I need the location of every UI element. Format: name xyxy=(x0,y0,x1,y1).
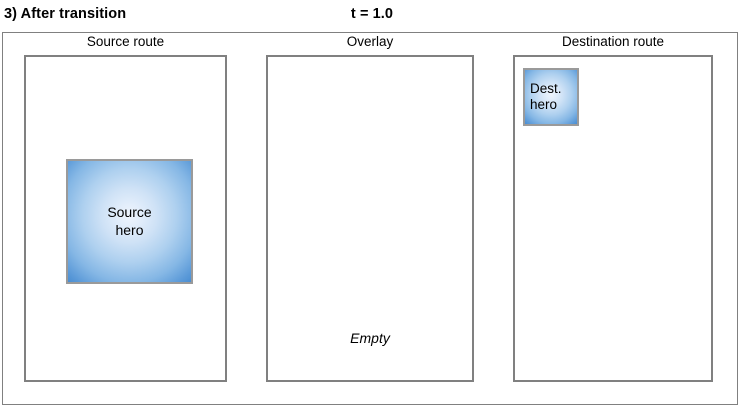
panel-destination-route: Dest. hero xyxy=(513,55,713,382)
step-title: 3) After transition xyxy=(4,6,127,22)
destination-hero-box[interactable]: Dest. hero xyxy=(523,68,579,126)
time-label: t = 1.0 xyxy=(350,6,394,22)
panel-overlay: Empty xyxy=(266,55,474,382)
column-source-route: Source route Source hero xyxy=(24,32,227,405)
destination-hero-label: Dest. hero xyxy=(530,80,562,112)
source-hero-box[interactable]: Source hero xyxy=(66,159,193,284)
column-label-destination-route: Destination route xyxy=(561,34,665,49)
columns-group: Source route Source hero Overlay Empty D… xyxy=(0,32,742,405)
column-destination-route: Destination route Dest. hero xyxy=(513,32,713,405)
source-hero-label: Source hero xyxy=(107,204,152,238)
column-overlay: Overlay Empty xyxy=(266,32,474,405)
panel-source-route: Source hero xyxy=(24,55,227,382)
column-label-overlay: Overlay xyxy=(346,34,394,49)
overlay-empty-note: Empty xyxy=(350,330,390,346)
column-label-source-route: Source route xyxy=(86,34,165,49)
